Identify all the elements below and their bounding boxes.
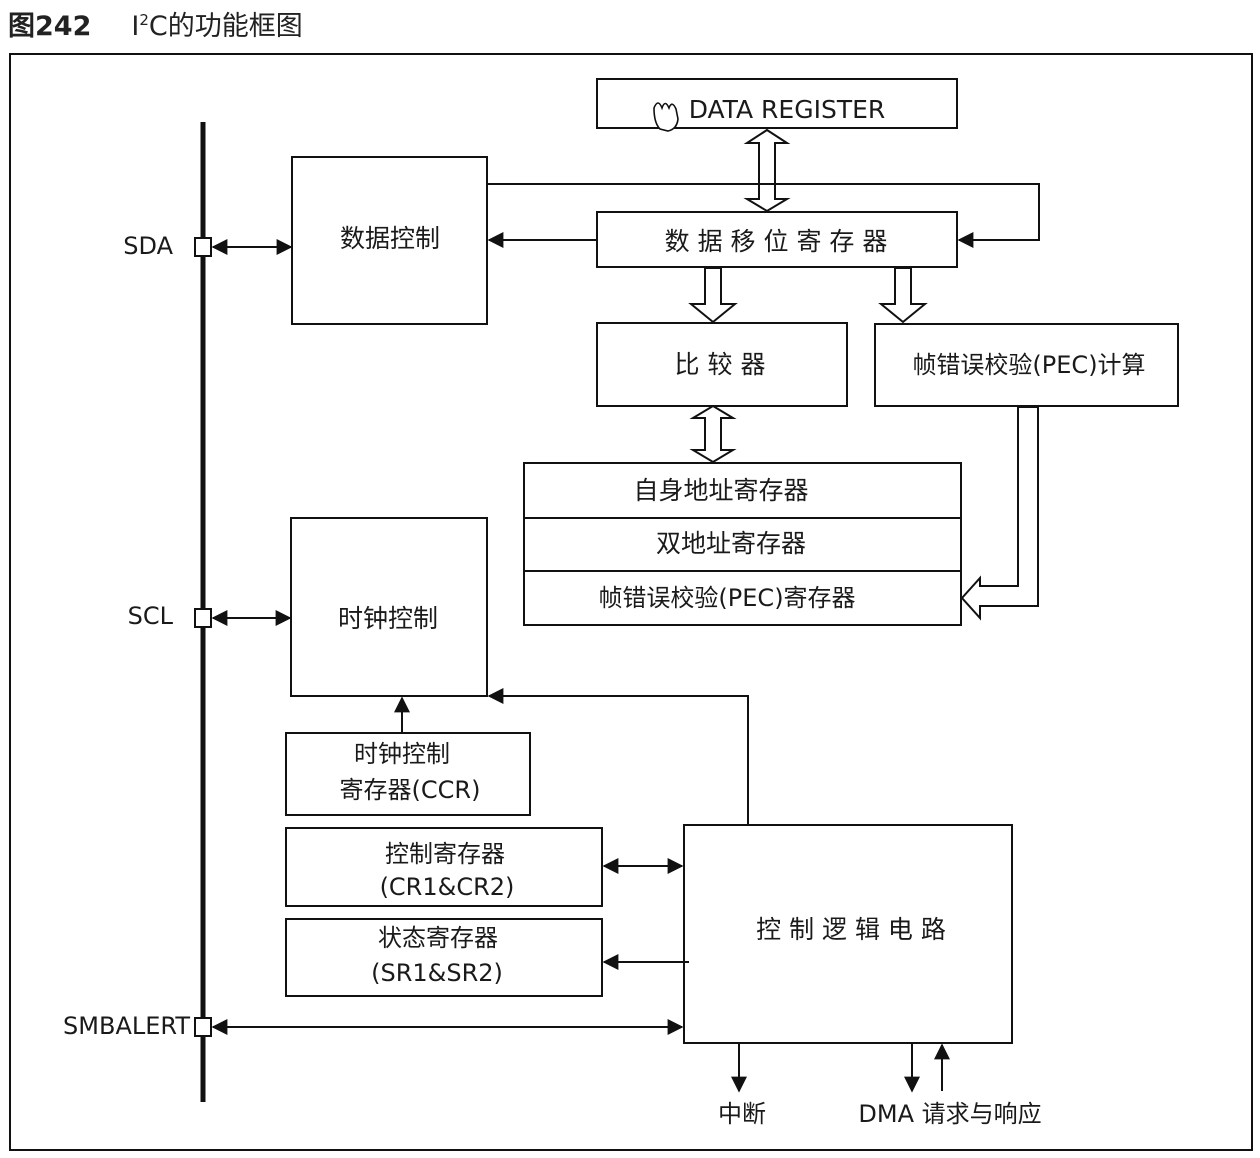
logic-to-clock-control-arrow bbox=[487, 688, 749, 824]
shift-register-box bbox=[596, 211, 958, 268]
control-logic-box bbox=[683, 824, 1013, 1044]
dual-address-register-label: 双地址寄存器 bbox=[656, 529, 806, 558]
caption-prefix: I bbox=[131, 11, 140, 42]
shift-register-label: 数 据 移 位 寄 存 器 bbox=[665, 227, 888, 256]
data-register-shift-arrow bbox=[743, 128, 791, 213]
figure-number: 图242 bbox=[8, 11, 92, 42]
cursor-hand-icon bbox=[653, 102, 679, 132]
pin-label-sda: SDA bbox=[123, 232, 173, 260]
comparator-address-arrow bbox=[689, 404, 737, 464]
ccr-register-label-line2: 寄存器(CCR) bbox=[340, 776, 481, 804]
caption-superscript: 2 bbox=[139, 11, 149, 29]
own-address-register-label: 自身地址寄存器 bbox=[633, 476, 808, 505]
control-register-label-line2: (CR1&CR2) bbox=[380, 873, 515, 901]
control-logic-label: 控 制 逻 辑 电 路 bbox=[756, 915, 946, 944]
figure-title: 图242 I2C的功能框图 bbox=[8, 4, 303, 44]
pec-calc-label: 帧错误校验(PEC)计算 bbox=[912, 351, 1145, 379]
clock-control-box bbox=[290, 517, 488, 697]
pin-label-scl: SCL bbox=[128, 602, 174, 630]
caption-suffix: C的功能框图 bbox=[148, 11, 303, 42]
data-register-label: DATA REGISTER bbox=[689, 95, 886, 124]
ccr-register-label-line1: 时钟控制 bbox=[354, 740, 450, 768]
ccr-register-box bbox=[285, 732, 531, 816]
shift-to-comparator-arrow bbox=[688, 267, 738, 324]
pin-pad-sda bbox=[194, 237, 212, 257]
diagram-frame bbox=[9, 53, 1253, 1151]
data-control-to-shift-loop bbox=[487, 183, 1040, 248]
pin-pad-smbalert bbox=[194, 1017, 212, 1037]
pec-register-label: 帧错误校验(PEC)寄存器 bbox=[598, 584, 855, 612]
control-register-label-line1: 控制寄存器 bbox=[385, 840, 505, 868]
control-register-box bbox=[285, 827, 603, 907]
data-control-label: 数据控制 bbox=[340, 224, 440, 253]
figure-caption: I2C的功能框图 bbox=[131, 4, 302, 43]
dual-address-register-box bbox=[523, 517, 962, 572]
dma-label: DMA 请求与响应 bbox=[858, 1100, 1041, 1128]
status-register-box bbox=[285, 918, 603, 997]
interrupt-label: 中断 bbox=[718, 1100, 766, 1128]
data-control-box bbox=[291, 156, 488, 325]
status-register-label-line1: 状态寄存器 bbox=[378, 924, 498, 952]
pin-pad-scl bbox=[194, 608, 212, 628]
shift-to-pec-calc-arrow bbox=[878, 267, 928, 324]
pin-label-smbalert: SMBALERT bbox=[63, 1012, 190, 1040]
comparator-label: 比 较 器 bbox=[675, 350, 766, 379]
status-register-label-line2: (SR1&SR2) bbox=[371, 959, 503, 987]
clock-control-label: 时钟控制 bbox=[338, 604, 438, 633]
comparator-box bbox=[596, 322, 848, 407]
pec-calc-to-register-arrow bbox=[960, 406, 1039, 621]
